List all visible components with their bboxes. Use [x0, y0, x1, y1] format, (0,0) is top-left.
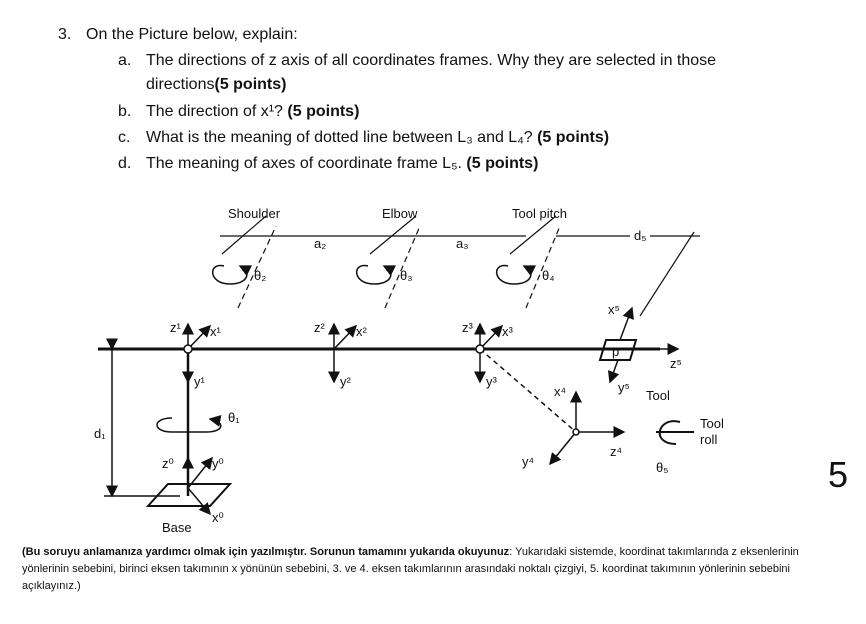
p-block [598, 339, 638, 361]
label-x5: x⁵ [608, 302, 620, 317]
sub-question-a: a. The directions of z axis of all coordi… [118, 49, 786, 97]
label-theta4: θ₄ [542, 268, 555, 283]
label-tool-pitch: Tool pitch [512, 206, 567, 221]
theta1-rotation [156, 415, 222, 433]
sub-points: (5 points) [287, 103, 360, 120]
label-a3: a₃ [456, 236, 469, 251]
label-z3: z³ [462, 320, 474, 335]
sub-points: (5 points) [214, 76, 287, 93]
sub-letter: d. [118, 155, 132, 172]
label-x0: x⁰ [212, 510, 224, 525]
question-title: On the Picture below, explain: [86, 26, 298, 43]
label-z0: z⁰ [162, 456, 174, 471]
base-plate [145, 483, 233, 507]
page-number: 5 [828, 454, 849, 495]
label-z5: z⁵ [670, 356, 682, 371]
theta2-rotation [212, 264, 253, 285]
tool-roll-symbol [658, 420, 681, 445]
label-d5: d₅ [634, 228, 646, 243]
sub-question-c: c. What is the meaning of dotted line bet… [118, 126, 786, 150]
label-z1: z¹ [170, 320, 182, 335]
label-theta5: θ₅ [656, 460, 668, 475]
label-theta3: θ₃ [400, 268, 413, 283]
sub-question-d: d. The meaning of axes of coordinate fram… [118, 152, 786, 176]
label-d1: d₁ [94, 426, 106, 441]
label-elbow: Elbow [382, 206, 418, 221]
label-y5: y⁵ [618, 380, 630, 395]
sub-question-b: b. The direction of x¹? (5 points) [118, 100, 786, 124]
label-p: p [612, 344, 619, 359]
question-number: 3. [58, 26, 72, 43]
sub-text: What is the meaning of dotted line betwe… [146, 129, 533, 146]
label-y0: y⁰ [212, 456, 224, 471]
label-z2: z² [314, 320, 326, 335]
label-base: Base [162, 520, 192, 535]
sub-text: The directions of z axis of all coordina… [146, 52, 717, 93]
robot-arm-figure: Shoulder Elbow Tool pitch a₂ a₃ d₅ d₁ θ₂… [94, 206, 724, 535]
label-theta2: θ₂ [254, 268, 266, 283]
label-shoulder: Shoulder [228, 206, 281, 221]
label-tool-roll-1: Tool [700, 416, 724, 431]
label-y2: y² [340, 374, 352, 389]
sub-letter: c. [118, 129, 131, 146]
theta3-rotation [356, 264, 397, 285]
sub-points: (5 points) [537, 129, 610, 146]
turkish-note: (Bu soruyu anlamanıza yardımcı olmak içi… [22, 544, 842, 595]
label-x1: x¹ [210, 324, 222, 339]
label-z4: z⁴ [610, 444, 622, 459]
l3-l4-dotted-line [479, 348, 577, 433]
label-y3: y³ [486, 374, 498, 389]
theta4-rotation [496, 264, 537, 285]
note-text: : Yukarıdaki sistemde, koordinat takımla… [22, 546, 799, 592]
question-header: 3. On the Picture below, explain: [58, 26, 298, 44]
sub-letter: a. [118, 52, 132, 69]
label-tool-roll-2: roll [700, 432, 717, 447]
label-theta1: θ₁ [228, 410, 240, 425]
sub-text: The direction of x¹? [146, 103, 283, 120]
label-x2: x² [356, 324, 368, 339]
note-bold: (Bu soruyu anlamanıza yardımcı olmak içi… [22, 546, 510, 558]
label-x3: x³ [502, 324, 514, 339]
label-y4: y⁴ [522, 454, 534, 469]
label-tool: Tool [646, 388, 670, 403]
label-y1: y¹ [194, 374, 206, 389]
sub-text: The meaning of axes of coordinate frame … [146, 155, 462, 172]
sub-letter: b. [118, 103, 132, 120]
label-a2: a₂ [314, 236, 326, 251]
sub-points: (5 points) [466, 155, 539, 172]
label-x4: x⁴ [554, 384, 566, 399]
